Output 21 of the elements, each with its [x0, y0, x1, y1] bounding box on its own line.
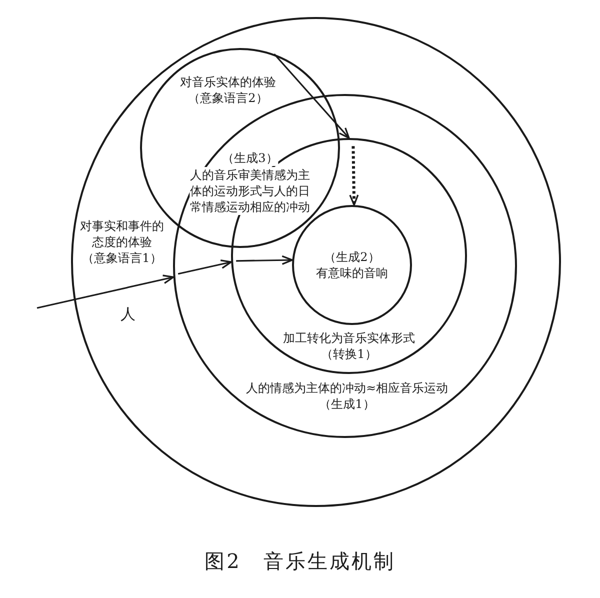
circle-label: （意象语言2）	[188, 90, 268, 106]
circle-label: （生成2）	[324, 249, 380, 265]
circle-label: 加工转化为音乐实体形式	[283, 330, 415, 346]
arrow	[36, 274, 174, 309]
overlap-label: 人的音乐审美情感为主体的运动形式与人的日常情感运动相应的冲动	[190, 167, 310, 215]
circle-label: 对事实和事件的态度的体验	[80, 218, 164, 250]
arrow	[236, 255, 293, 265]
middle-circle	[173, 94, 517, 438]
figure-caption: 图2 音乐生成机制	[204, 548, 396, 574]
overlapping-circle	[140, 48, 340, 248]
circle-label: 有意味的音响	[316, 265, 388, 281]
circle-label: 对音乐实体的体验	[180, 74, 276, 90]
circle-label: （转换1）	[321, 346, 377, 362]
outer-circle	[71, 17, 561, 507]
circle-label: （生成1）	[319, 396, 375, 412]
circle-label: 人的情感为主体的冲动≈相应音乐运动	[246, 380, 448, 396]
arrow	[274, 53, 350, 139]
edge-label: 人	[120, 305, 136, 323]
dotted-arrow	[349, 146, 359, 206]
circle-label: （意象语言1）	[82, 250, 162, 266]
arrow	[178, 259, 232, 275]
